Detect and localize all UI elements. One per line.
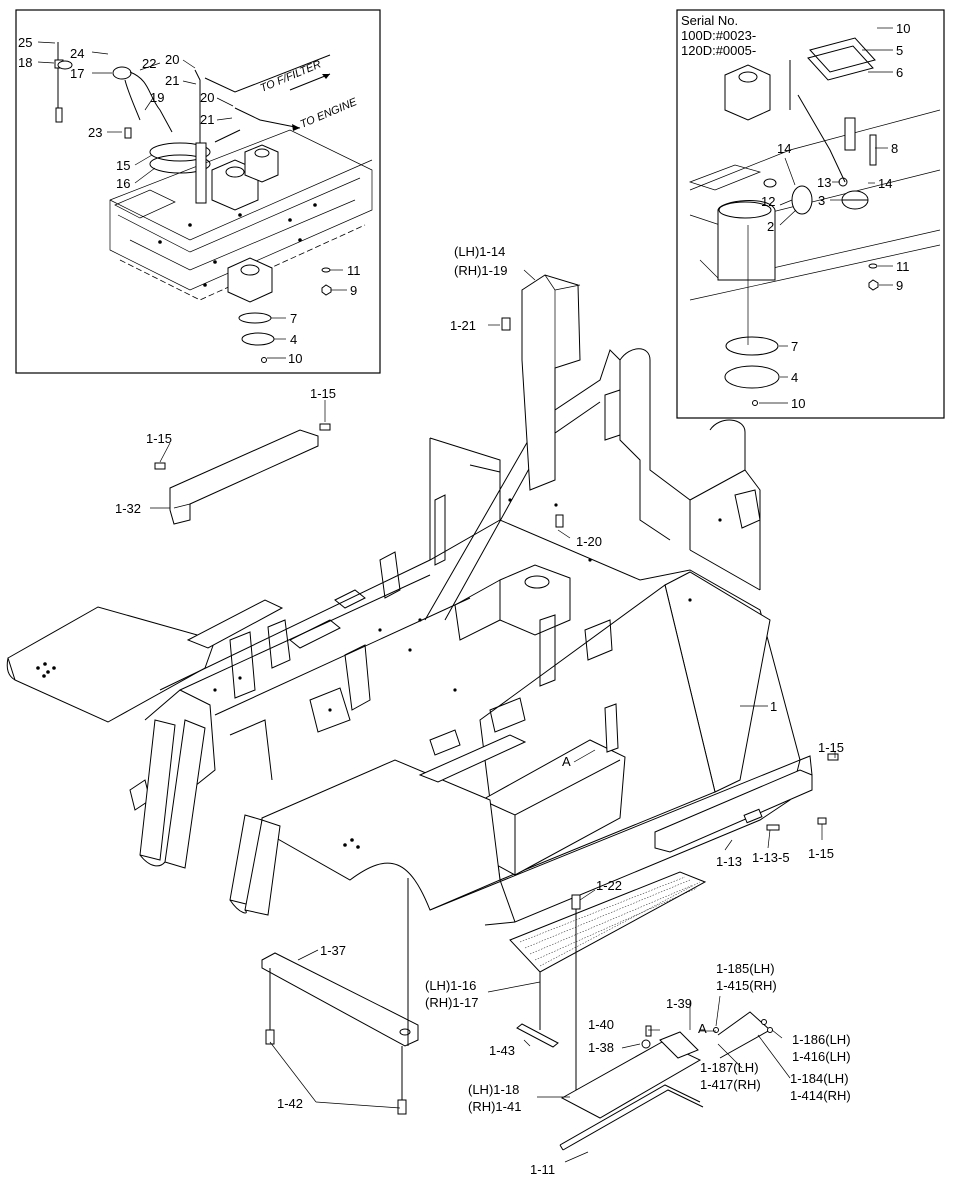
callout-1-13: 1-13: [716, 854, 742, 869]
callout-r2: 2: [767, 219, 774, 234]
callout-10: 10: [288, 351, 302, 366]
callout-r14b: 14: [878, 176, 892, 191]
callout-1-37: 1-37: [320, 943, 346, 958]
callout-1-15-b: 1-15: [146, 431, 172, 446]
callout-21a: 21: [165, 73, 179, 88]
callout-r12: 12: [761, 194, 775, 209]
callout-1-16: (LH)1-16: [425, 978, 476, 993]
callout-25: 25: [18, 35, 32, 50]
callout-r8: 8: [891, 141, 898, 156]
callout-20a: 20: [165, 52, 179, 67]
callout-1-414: 1-414(RH): [790, 1088, 851, 1103]
callout-1-32: 1-32: [115, 501, 141, 516]
callout-r10b: 10: [791, 396, 805, 411]
callout-1-17: (RH)1-17: [425, 995, 478, 1010]
callout-r13: 13: [817, 175, 831, 190]
callout-18: 18: [18, 55, 32, 70]
callout-1-22: 1-22: [596, 878, 622, 893]
callout-1-184: 1-184(LH): [790, 1071, 849, 1086]
checker-plate-left: [186, 599, 284, 649]
callout-r14a: 14: [777, 141, 791, 156]
callout-4: 4: [290, 332, 297, 347]
callout-1-417: 1-417(RH): [700, 1077, 761, 1092]
callout-15: 15: [116, 158, 130, 173]
callout-1-15-a: 1-15: [310, 386, 336, 401]
inset-right-frame: [676, 9, 945, 419]
serial-title: Serial No.: [681, 13, 738, 28]
callout-1-15-c: 1-15: [818, 740, 844, 755]
callout-11: 11: [347, 263, 361, 278]
callout-A-2: A: [698, 1021, 707, 1036]
callout-1-41: (RH)1-41: [468, 1099, 521, 1114]
callout-19: 19: [150, 90, 164, 105]
callout-r11: 11: [896, 259, 910, 274]
callout-r3: 3: [818, 193, 825, 208]
callout-9: 9: [350, 283, 357, 298]
callout-r7: 7: [791, 339, 798, 354]
callout-1: 1: [770, 699, 777, 714]
serial-line-2: 120D:#0005-: [681, 43, 756, 58]
callout-1-43: 1-43: [489, 1043, 515, 1058]
callout-22: 22: [142, 56, 156, 71]
callout-1-14: (LH)1-14: [454, 244, 505, 259]
main-leader-lines: [150, 269, 836, 1163]
callout-1-19: (RH)1-19: [454, 263, 507, 278]
callout-1-415: 1-415(RH): [716, 978, 777, 993]
callout-1-186: 1-186(LH): [792, 1032, 851, 1047]
callout-1-187: 1-187(LH): [700, 1060, 759, 1075]
callout-r10a: 10: [896, 21, 910, 36]
callout-1-42: 1-42: [277, 1096, 303, 1111]
callout-17: 17: [70, 66, 84, 81]
main-upper-frame: [6, 274, 839, 926]
callout-A-1: A: [562, 754, 571, 769]
serial-line-1: 100D:#0023-: [681, 28, 756, 43]
callout-1-13-5: 1-13-5: [752, 850, 790, 865]
callout-20b: 20: [200, 90, 214, 105]
bolt-icons: [154, 317, 839, 831]
label-to-engine: TO ENGINE: [298, 96, 359, 131]
checker-step-dots: [519, 876, 701, 967]
callout-1-11: 1-11: [530, 1162, 555, 1177]
callout-r9: 9: [896, 278, 903, 293]
inset-fuel-tank-left: TO F/FILTER TO ENGINE 25 24 18 17 22 20 …: [15, 9, 381, 374]
callout-1-15-d: 1-15: [808, 846, 834, 861]
callout-1-20: 1-20: [576, 534, 602, 549]
callout-r6: 6: [896, 65, 903, 80]
callout-7: 7: [290, 311, 297, 326]
callout-23: 23: [88, 125, 102, 140]
callout-1-185: 1-185(LH): [716, 961, 775, 976]
callout-1-38: 1-38: [588, 1040, 614, 1055]
callout-1-39: 1-39: [666, 996, 692, 1011]
inset-left-frame: [15, 9, 381, 374]
callout-24: 24: [70, 46, 84, 61]
lower-parts: [261, 871, 773, 1151]
main-callouts: (LH)1-14 (RH)1-19 1-21 1-15 1-15 1-32 1-…: [115, 244, 851, 1177]
callout-21b: 21: [200, 112, 214, 127]
callout-16: 16: [116, 176, 130, 191]
callout-1-40: 1-40: [588, 1017, 614, 1032]
callout-1-18: (LH)1-18: [468, 1082, 519, 1097]
callout-1-21: 1-21: [450, 318, 476, 333]
callout-r4: 4: [791, 370, 798, 385]
inset-fuel-tank-right: Serial No. 100D:#0023- 120D:#0005-: [676, 9, 945, 419]
callout-1-416: 1-416(LH): [792, 1049, 851, 1064]
callout-r5: 5: [896, 43, 903, 58]
